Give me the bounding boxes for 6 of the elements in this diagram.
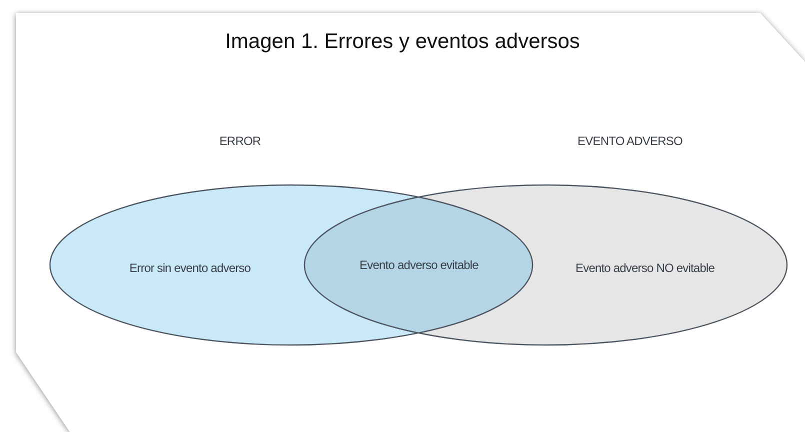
region-label: Evento adverso NO evitable [576, 261, 714, 275]
title: Imagen 1. Errores y eventos adversos [224, 30, 581, 54]
region-label: Error sin evento adverso [129, 261, 251, 275]
region-label: Evento adverso evitable [360, 258, 478, 272]
set-heading: ERROR [219, 134, 261, 148]
set-heading: EVENTO ADVERSO [578, 134, 682, 148]
